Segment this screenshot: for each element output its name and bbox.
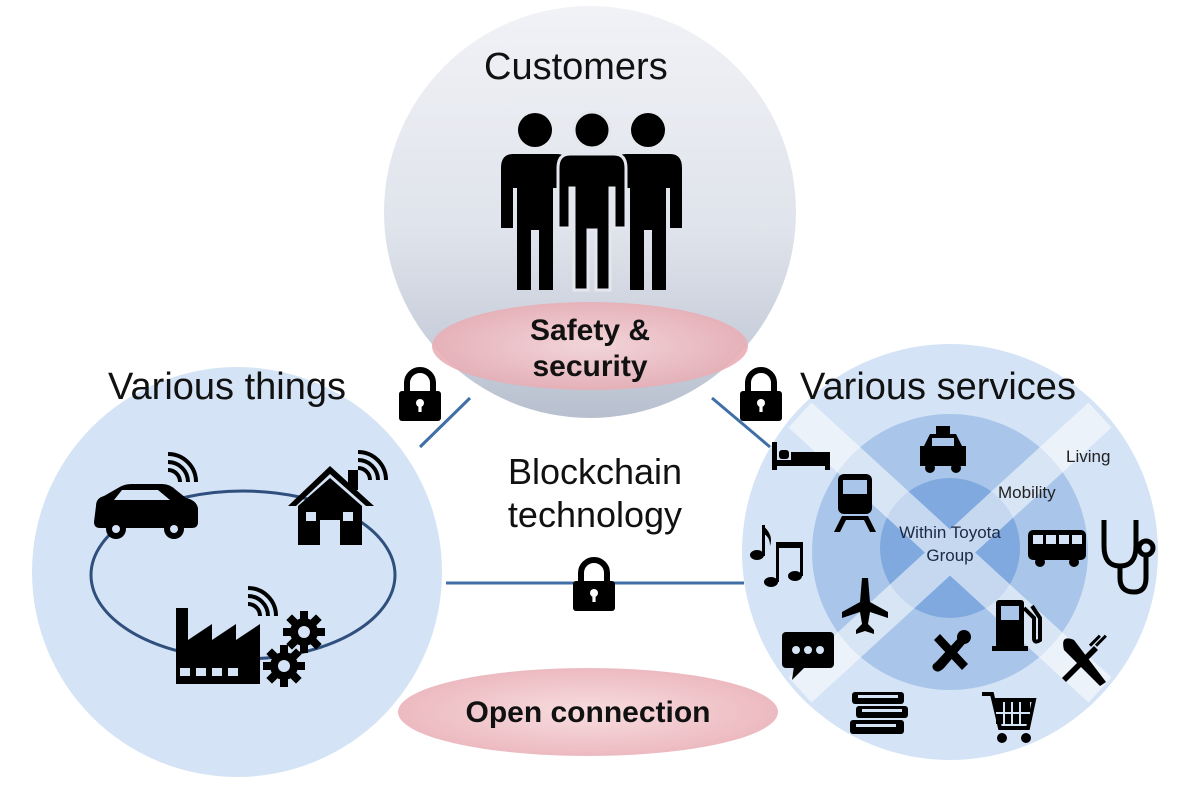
house-icon xyxy=(288,466,374,545)
things-title: Various things xyxy=(108,366,346,408)
customers-title: Customers xyxy=(484,46,668,88)
living-label: Living xyxy=(1066,447,1111,466)
train-icon xyxy=(834,474,876,532)
safety-ellipse xyxy=(432,302,748,390)
music-icon xyxy=(750,525,803,587)
toyota-group-label: Within Toyota Group xyxy=(899,523,1001,565)
mobility-label: Mobility xyxy=(998,483,1056,502)
car-icon xyxy=(94,484,198,539)
wifi-icon xyxy=(167,452,198,483)
flow-arrows xyxy=(788,402,1112,703)
link-customers-services xyxy=(711,396,771,449)
tools-icon xyxy=(932,630,971,672)
lock-icon xyxy=(573,557,615,611)
bus-icon xyxy=(1028,530,1086,567)
blockchain-label: Blockchain technology xyxy=(507,451,683,536)
gear-icon xyxy=(263,645,305,687)
services-title: Various services xyxy=(800,366,1076,408)
link-customers-things xyxy=(418,396,472,449)
things-circle xyxy=(32,367,442,777)
wifi-icon xyxy=(247,586,278,617)
bed-icon xyxy=(772,442,830,470)
fuel-pump-icon xyxy=(992,600,1042,651)
lock-icon xyxy=(740,367,782,421)
people-icon xyxy=(501,110,682,292)
plane-icon xyxy=(842,578,888,634)
books-icon xyxy=(850,692,908,734)
lock-icon xyxy=(399,367,441,421)
services-circle xyxy=(742,344,1158,760)
fork-knife-icon xyxy=(1062,634,1107,686)
open-connection-label: Open connection xyxy=(465,696,711,729)
chat-icon xyxy=(782,632,834,680)
stethoscope-icon xyxy=(1101,520,1156,595)
open-connection-ellipse xyxy=(398,668,778,756)
taxi-icon xyxy=(920,426,966,473)
gear-icon xyxy=(283,611,325,653)
factory-icon xyxy=(176,608,260,684)
cart-icon xyxy=(982,692,1037,743)
wifi-icon xyxy=(357,450,388,481)
safety-security-label: Safety & security xyxy=(529,314,651,383)
